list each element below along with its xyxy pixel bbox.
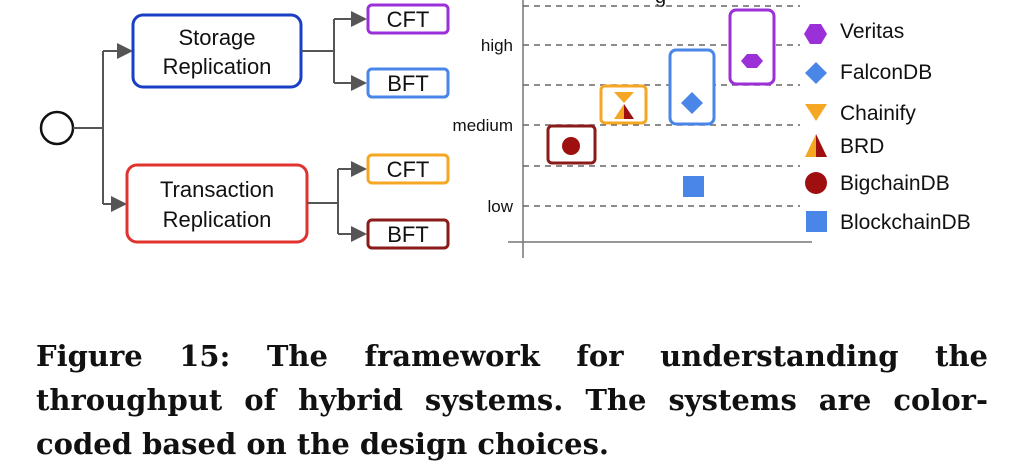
transaction-replication-label-line2: Replication — [163, 207, 272, 232]
storage-cft-label: CFT — [387, 7, 430, 32]
legend-blockchaindb-label: BlockchainDB — [840, 211, 971, 234]
storage-replication-label-line1: Storage — [178, 25, 255, 50]
transaction-cft-box — [366, 153, 450, 185]
storage-replication-label-line2: Replication — [163, 54, 272, 79]
plot-title-partial: g — [655, 0, 666, 8]
transaction-bft-label: BFT — [387, 222, 429, 247]
falcondb-marker — [681, 92, 703, 114]
design-tree: Storage Replication CFT BFT Transaction … — [39, 3, 450, 250]
brd-marker-left — [614, 104, 624, 119]
root-node — [39, 110, 75, 146]
transaction-replication-label-line1: Transaction — [160, 177, 274, 202]
legend-bigchaindb-label: BigchainDB — [840, 172, 950, 195]
figure-caption: Figure 15: The framework for understandi… — [36, 339, 988, 461]
chainify-brd-group-box — [599, 84, 648, 125]
legend-falcondb-label: FalconDB — [840, 61, 932, 84]
legend-falcondb-icon — [805, 62, 827, 84]
y-label-medium: medium — [453, 116, 513, 135]
legend-brd-label: BRD — [840, 135, 884, 158]
y-label-high: high — [481, 36, 513, 55]
legend-brd-icon-right — [816, 134, 827, 157]
brd-marker-right — [624, 104, 634, 119]
y-label-low: low — [487, 197, 513, 216]
legend-veritas-icon — [804, 24, 827, 44]
storage-cft-box — [366, 3, 450, 35]
legend-blockchaindb-icon — [806, 211, 827, 232]
transaction-cft-label: CFT — [387, 157, 430, 182]
bigchaindb-marker — [562, 137, 580, 155]
legend-veritas-label: Veritas — [840, 20, 904, 43]
blockchaindb-marker — [683, 176, 704, 197]
legend-chainify-icon — [805, 104, 827, 121]
transaction-bft-box — [366, 218, 450, 250]
legend: Veritas FalconDB Chainify BRD BigchainDB… — [804, 20, 971, 234]
legend-chainify-label: Chainify — [840, 102, 916, 125]
veritas-group-box — [728, 8, 776, 86]
falcondb-group-box — [668, 48, 716, 126]
veritas-marker — [741, 54, 763, 68]
legend-bigchaindb-icon — [805, 172, 827, 194]
throughput-plot: g high medium low — [453, 0, 812, 258]
legend-brd-icon-left — [805, 134, 816, 157]
storage-bft-box — [366, 67, 450, 99]
framework-figure: Storage Replication CFT BFT Transaction … — [39, 0, 971, 258]
storage-bft-label: BFT — [387, 71, 429, 96]
chainify-marker — [614, 92, 634, 103]
